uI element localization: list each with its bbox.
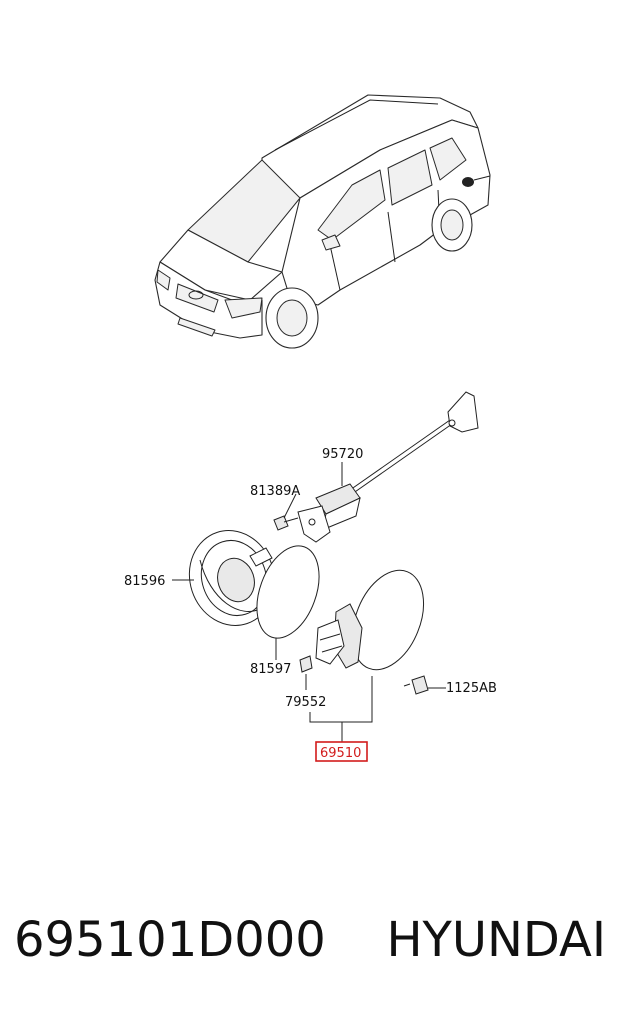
callout-79552: 79552 <box>285 695 326 710</box>
callout-81596: 81596 <box>124 574 165 589</box>
leader-lines <box>172 462 446 742</box>
vehicle-illustration-icon <box>154 94 491 349</box>
highlighted-callout-69510[interactable]: 69510 <box>315 741 368 762</box>
callout-81389A: 81389A <box>250 484 300 499</box>
footer: 695101D000 HYUNDAI <box>0 900 620 980</box>
highlight-box <box>315 741 368 762</box>
fuel-filler-door-assembly-icon <box>188 391 479 695</box>
callout-95720: 95720 <box>322 447 363 462</box>
parts-diagram: 95720 81389A 81596 81597 79552 1125AB 69… <box>124 94 497 762</box>
callout-69510: 69510 <box>320 746 361 761</box>
callout-1125AB: 1125AB <box>446 681 497 696</box>
callout-81597: 81597 <box>250 662 291 677</box>
brand-name: HYUNDAI <box>386 912 606 968</box>
part-number: 695101D000 <box>14 912 326 968</box>
